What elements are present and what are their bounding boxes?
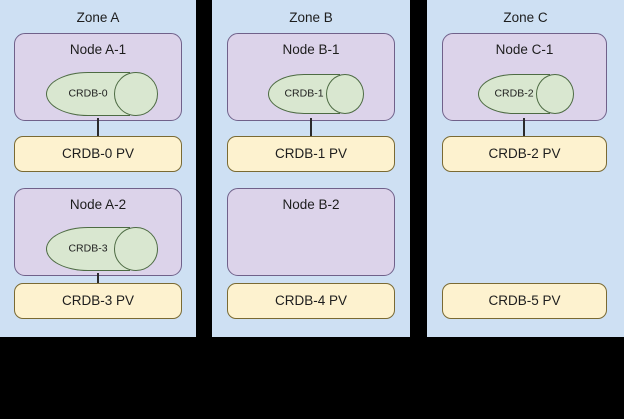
node-c-1-title: Node C-1 [495, 42, 554, 57]
pod-crdb-2-label: CRDB-2 [494, 87, 534, 100]
pod-crdb-1[interactable]: CRDB-1 [268, 74, 364, 114]
pv-crdb-4[interactable]: CRDB-4 PV [227, 283, 395, 319]
connector-crdb-1 [310, 118, 312, 138]
zone-a-title: Zone A [76, 10, 120, 25]
node-a-1-title: Node A-1 [69, 42, 127, 57]
pod-crdb-2-body [478, 74, 550, 114]
node-a-2[interactable]: Node A-2 CRDB-3 [14, 188, 182, 276]
pv-crdb-4-label: CRDB-4 PV [274, 293, 347, 308]
pv-crdb-5[interactable]: CRDB-5 PV [442, 283, 607, 319]
node-c-1[interactable]: Node C-1 CRDB-2 [442, 33, 607, 121]
node-b-2-title: Node B-2 [282, 197, 340, 212]
pv-crdb-2-label: CRDB-2 PV [488, 146, 561, 161]
pv-crdb-5-label: CRDB-5 PV [488, 293, 561, 308]
pv-crdb-3-label: CRDB-3 PV [61, 293, 134, 308]
connector-crdb-2 [523, 118, 525, 138]
zone-b: Zone B Node B-1 CRDB-1 CRDB-1 PV Node B-… [212, 0, 410, 337]
node-a-2-title: Node A-2 [69, 197, 127, 212]
pod-crdb-2-cap [536, 74, 574, 114]
pod-crdb-3[interactable]: CRDB-3 [46, 227, 158, 271]
node-b-1-title: Node B-1 [282, 42, 340, 57]
zone-c: Zone C Node C-1 CRDB-2 CRDB-2 PV CRDB-5 … [427, 0, 624, 337]
pod-crdb-3-label: CRDB-3 [68, 242, 108, 255]
node-b-1[interactable]: Node B-1 CRDB-1 [227, 33, 395, 121]
pv-crdb-0-label: CRDB-0 PV [61, 146, 134, 161]
pod-crdb-1-label: CRDB-1 [284, 87, 324, 100]
pv-crdb-0[interactable]: CRDB-0 PV [14, 136, 182, 172]
pv-crdb-1[interactable]: CRDB-1 PV [227, 136, 395, 172]
pod-crdb-0-cap [114, 72, 158, 116]
pod-crdb-3-cap [114, 227, 158, 271]
connector-crdb-0 [97, 118, 99, 138]
node-b-2[interactable]: Node B-2 [227, 188, 395, 276]
pod-crdb-0-label: CRDB-0 [68, 87, 108, 100]
pv-crdb-2[interactable]: CRDB-2 PV [442, 136, 607, 172]
zone-a: Zone A Node A-1 CRDB-0 CRDB-0 PV Node A-… [0, 0, 196, 337]
pv-crdb-3[interactable]: CRDB-3 PV [14, 283, 182, 319]
node-a-1[interactable]: Node A-1 CRDB-0 [14, 33, 182, 121]
zone-c-title: Zone C [503, 10, 548, 25]
pod-crdb-1-cap [326, 74, 364, 114]
pod-crdb-0[interactable]: CRDB-0 [46, 72, 158, 116]
pod-crdb-2[interactable]: CRDB-2 [478, 74, 574, 114]
pv-crdb-1-label: CRDB-1 PV [274, 146, 347, 161]
zone-b-title: Zone B [289, 10, 333, 25]
